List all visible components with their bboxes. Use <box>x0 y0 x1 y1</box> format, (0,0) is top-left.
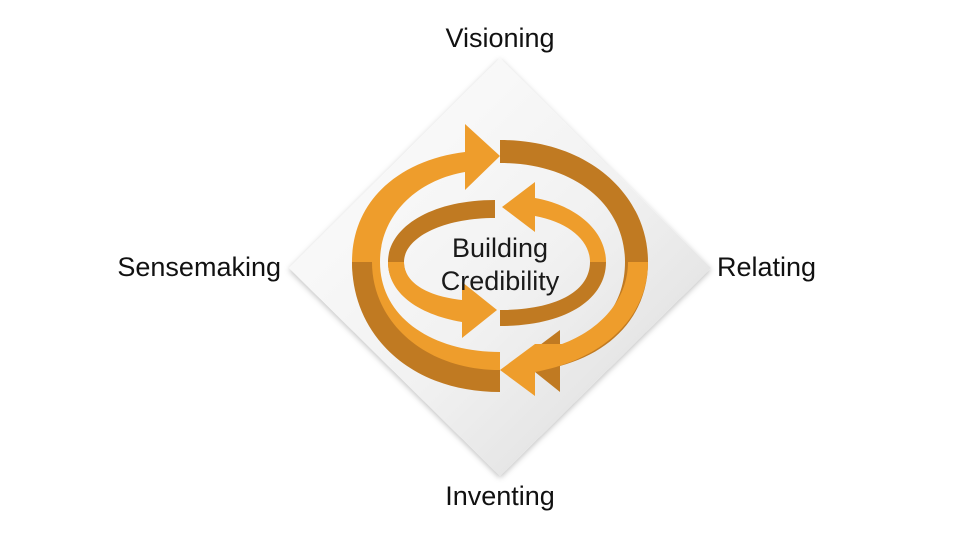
inner-arc-bottom-left <box>388 262 497 338</box>
diamond-shape <box>289 58 711 476</box>
label-relating: Relating <box>717 252 817 282</box>
label-visioning: Visioning <box>445 23 555 53</box>
label-sensemaking: Sensemaking <box>117 252 281 282</box>
inner-arc-right <box>500 262 606 326</box>
center-label: Building Credibility <box>441 232 560 298</box>
label-inventing: Inventing <box>445 481 555 511</box>
center-label-line2: Credibility <box>440 266 560 296</box>
center-label-line1: Building <box>451 233 549 263</box>
outer-arc-bottom-to-left <box>352 262 500 392</box>
outer-arc-right-to-bottom <box>500 262 648 396</box>
inner-arc-top <box>502 182 606 262</box>
outer-arc-left-to-top <box>352 124 500 372</box>
